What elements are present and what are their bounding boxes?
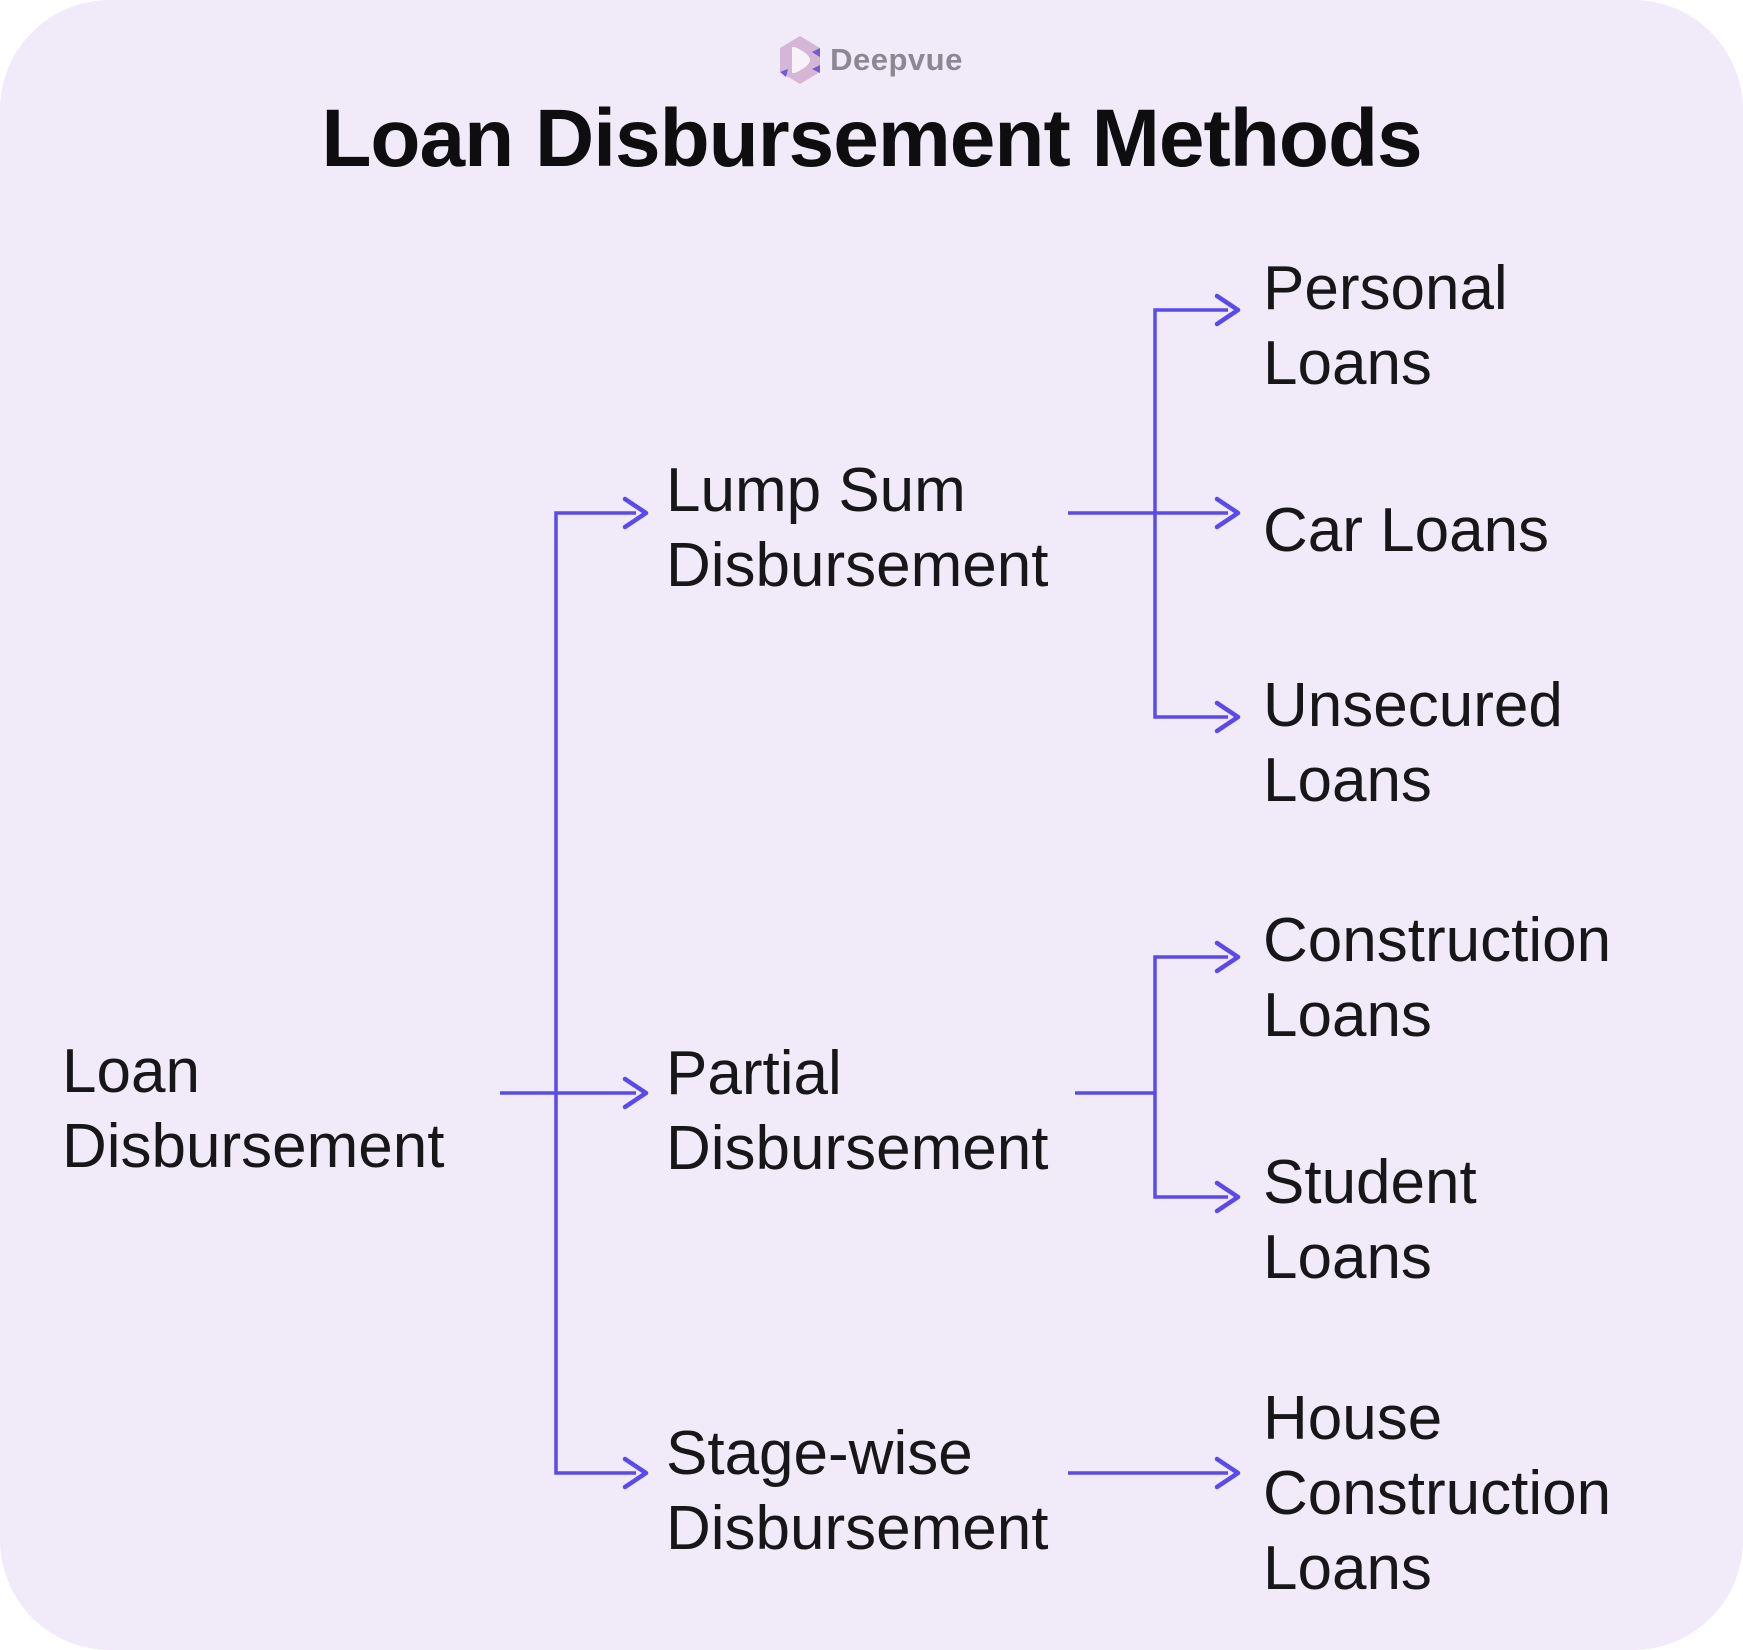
arrowhead-partial-icon bbox=[622, 1076, 649, 1110]
deepvue-logo-icon bbox=[780, 36, 821, 84]
arrowhead-stage-wise-icon bbox=[622, 1456, 649, 1490]
brand-logo: Deepvue bbox=[0, 36, 1743, 84]
arrowhead-house-construction-icon bbox=[1214, 1456, 1241, 1490]
child-car-loans: Car Loans bbox=[1263, 496, 1550, 565]
arrowhead-construction-loans-icon bbox=[1214, 940, 1241, 974]
child-construction-loans: Construction Loans bbox=[1263, 906, 1612, 1050]
branch-stage-wise-disbursement: Stage-wise Disbursement bbox=[666, 1419, 1049, 1563]
child-student-loans: Student Loans bbox=[1263, 1148, 1477, 1292]
brand-name: Deepvue bbox=[830, 42, 963, 77]
arrowhead-car-loans-icon bbox=[1214, 496, 1241, 530]
child-personal-loans: Personal Loans bbox=[1263, 254, 1508, 398]
trunk-line bbox=[554, 511, 636, 1475]
arrowhead-student-loans-icon bbox=[1214, 1180, 1241, 1214]
root-node-loan-disbursement: Loan Disbursement bbox=[62, 1037, 445, 1181]
partial-subtrunk-line bbox=[1153, 955, 1228, 1199]
branch-partial-disbursement: Partial Disbursement bbox=[666, 1039, 1049, 1183]
page-title: Loan Disbursement Methods bbox=[321, 93, 1422, 184]
arrowhead-personal-loans-icon bbox=[1214, 293, 1241, 327]
lump-sum-subtrunk-line bbox=[1153, 308, 1228, 719]
child-house-construction-loans: House Construction Loans bbox=[1263, 1384, 1612, 1603]
child-unsecured-loans: Unsecured Loans bbox=[1263, 671, 1563, 815]
branch-lump-sum-disbursement: Lump Sum Disbursement bbox=[666, 456, 1049, 600]
arrowhead-lump-sum-icon bbox=[622, 496, 649, 530]
arrowhead-unsecured-loans-icon bbox=[1214, 700, 1241, 734]
